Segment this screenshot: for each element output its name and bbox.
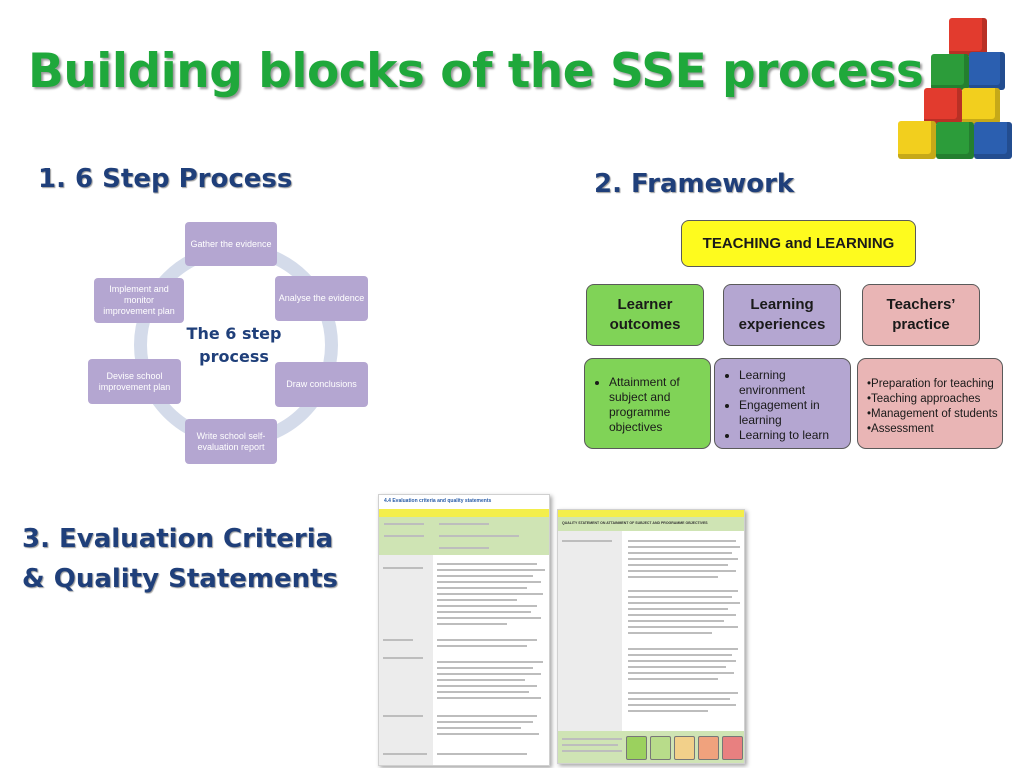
teachers-practice-list: •Preparation for teaching •Teaching appr…	[857, 358, 1003, 449]
section-heading-evaluation: 3. Evaluation Criteria & Quality Stateme…	[22, 519, 338, 599]
page-title: Building blocks of the SSE process	[28, 44, 924, 99]
framework-top-box: TEACHING and LEARNING	[681, 220, 916, 267]
step-draw-conclusions: Draw conclusions	[275, 362, 368, 407]
doc-left-title: 4.4 Evaluation criteria and quality stat…	[384, 498, 492, 504]
framework-learning-experiences: Learning experiences	[723, 284, 841, 346]
teachers-practice-label: Teachers’ practice	[886, 296, 956, 333]
list-item: Learning environment	[739, 368, 844, 398]
list-item: •Preparation for teaching	[867, 378, 994, 390]
learner-outcomes-list: Attainment of subject and programme obje…	[584, 358, 711, 449]
step-analyse-evidence: Analyse the evidence	[275, 276, 368, 321]
list-item: •Management of students	[867, 408, 998, 420]
step-write-report: Write school self-evaluation report	[185, 419, 277, 464]
step-gather-evidence: Gather the evidence	[185, 222, 277, 266]
evaluation-heading-line1: 3. Evaluation Criteria	[22, 524, 334, 554]
step-implement-monitor: Implement and monitor improvement plan	[94, 278, 184, 323]
doc-right-header: QUALITY STATEMENT ON ATTAINMENT OF SUBJE…	[562, 521, 708, 525]
framework-learner-outcomes: Learner outcomes	[586, 284, 704, 346]
list-item: Engagement in learning	[739, 398, 844, 428]
list-item: Learning to learn	[739, 428, 844, 443]
step-devise-plan: Devise school improvement plan	[88, 359, 181, 404]
list-item: •Teaching approaches	[867, 393, 981, 405]
learner-outcomes-label: Learner outcomes	[609, 296, 681, 333]
building-blocks-image	[876, 8, 1020, 162]
evaluation-heading-line2: & Quality Statements	[22, 564, 339, 594]
framework-teachers-practice: Teachers’ practice	[862, 284, 980, 346]
quality-statements-document: QUALITY STATEMENT ON ATTAINMENT OF SUBJE…	[557, 509, 745, 764]
learning-experiences-label: Learning experiences	[738, 296, 826, 333]
learning-experiences-list: Learning environment Engagement in learn…	[714, 358, 851, 449]
evaluation-criteria-document: 4.4 Evaluation criteria and quality stat…	[378, 494, 550, 766]
section-heading-framework: 2. Framework	[594, 169, 795, 199]
cycle-center-label: The 6 step process	[186, 324, 282, 366]
list-item: •Assessment	[867, 423, 934, 435]
section-heading-6-step: 1. 6 Step Process	[38, 164, 293, 194]
list-item: Attainment of subject and programme obje…	[609, 375, 704, 435]
